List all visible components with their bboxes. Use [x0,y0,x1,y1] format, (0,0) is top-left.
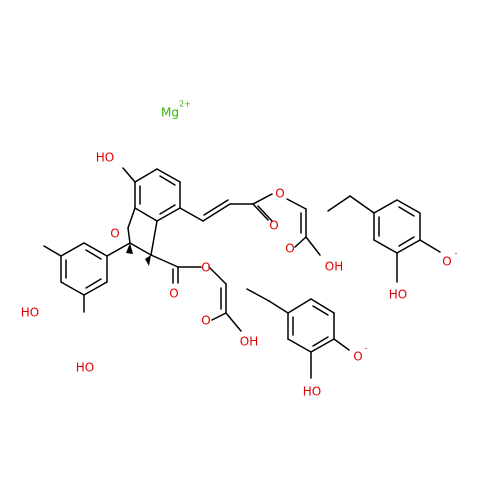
atom-oh-right: HO [389,288,407,302]
charge-minus-bottom: - [365,344,368,353]
atom-o-ester-top: O [275,187,284,201]
atom-ho-left-bottom: HO [76,361,94,375]
magnesium-symbol: Mg [161,106,179,120]
atom-o-ring: O [110,227,119,241]
atom-ho-top: HO [96,151,114,165]
atom-ho-left-top: HO [21,306,39,320]
stereo-wedge [126,243,133,254]
atom-oh-acid-top: OH [325,260,343,274]
magnesium-charge: 2+ [179,100,191,109]
atom-o-minus-bottom: O [353,350,362,364]
atom-o-acid-mid: O [201,314,210,328]
atom-o-minus-right: O [442,255,451,269]
stereo-wedge [145,255,151,266]
charge-minus-right: - [455,249,458,258]
atom-o-carbonyl-top: O [269,219,278,233]
atom-oh-bottom: HO [303,385,321,399]
atom-labels: HO O O O O OH O - HO O O O OH HO HO O - … [21,151,458,399]
atom-o-acid-top: O [285,242,294,256]
atom-o-ester-mid: O [201,261,210,275]
atom-o-carbonyl-mid: O [169,287,178,301]
atom-oh-acid-mid: OH [240,335,258,349]
ion-label: Mg 2+ [161,100,191,120]
bonds [43,167,441,379]
